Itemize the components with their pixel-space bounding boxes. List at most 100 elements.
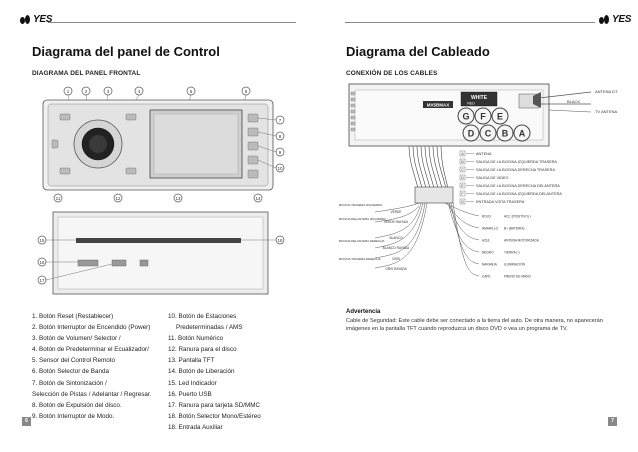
legend-text: SALIDA DE LA BOCINA IZQUIERDA TRASERA xyxy=(476,160,557,164)
connector-legend: A ANTENA B SALIDA DE LA BOCINA IZQUIERDA T… xyxy=(459,150,562,205)
page-number: 7 xyxy=(608,417,617,426)
legend-column-2: 10. Botón de Estaciones Predeterminadas … xyxy=(168,311,261,433)
wire-color: NEGRO xyxy=(482,251,494,255)
connector-c: C xyxy=(485,129,492,139)
legend-item: 4. Botón de Predeterminar el Ecualizador… xyxy=(32,346,149,354)
callout-14: 14 xyxy=(255,196,261,201)
legend-letter: C xyxy=(461,168,464,172)
front-panel-diagram: 1 2 3 4 5 6 xyxy=(37,86,285,295)
brand-logo-mark xyxy=(599,15,611,24)
legend-text: SALIDA DE LA BOCINA IZQUIERDA DELANTERA xyxy=(476,192,562,196)
legend-item: 1. Botón Reset (Restablecer) xyxy=(32,313,114,320)
wire-label: GRIS RAYADA xyxy=(385,267,407,271)
legend-item: 16. Puerto USB xyxy=(168,390,212,398)
legend-letter: A xyxy=(461,152,464,156)
connector-f: F xyxy=(480,112,486,122)
connector-b: B xyxy=(502,129,509,139)
wiring-diagram: MX5BMAX WHITE RED ANTENA DT BLACK TV ANT… xyxy=(339,83,618,279)
legend-item: 3. Botón de Volumen/ Selector / xyxy=(32,335,121,343)
legend-item: 5. Sensor del Control Remoto xyxy=(32,357,115,365)
callout-1: 1 xyxy=(67,89,70,94)
page-subtitle: CONEXIÓN DE LOS CABLES xyxy=(346,70,438,77)
callout-17: 17 xyxy=(39,278,45,283)
page-title: Diagrama del Cableado xyxy=(346,44,490,59)
connector-e: E xyxy=(497,112,503,122)
callout-10: 10 xyxy=(277,166,283,171)
callout-3: 3 xyxy=(107,89,110,94)
red-label: RED xyxy=(467,102,475,106)
connector-a: A xyxy=(519,129,526,139)
brand-logo-mark xyxy=(20,15,32,24)
legend-item: 17. Ranura para tarjeta SD/MMC xyxy=(168,401,261,409)
wire-label: BLANCO RAYADA xyxy=(383,246,411,250)
unit-model-label: MX5BMAX xyxy=(427,103,450,108)
wire-color: CAFÉ xyxy=(482,274,491,279)
antena-dt-label: ANTENA DT xyxy=(595,89,618,94)
legend-letter: D xyxy=(461,176,464,180)
connector-g: G xyxy=(462,112,469,122)
connector-d: D xyxy=(468,129,475,139)
header-rule xyxy=(345,22,595,23)
wire-group-label: BOCINA TRASERA IZQUIERDA xyxy=(339,203,382,207)
tv-antena-label: TV ANTENA xyxy=(595,109,618,114)
callout-15: 15 xyxy=(39,238,45,243)
page-subtitle: DIAGRAMA DEL PANEL FRONTAL xyxy=(32,70,141,77)
legend-column-1: 1. Botón Reset (Restablecer) 2. Botón In… xyxy=(32,311,151,422)
legend-letter: F xyxy=(461,192,464,196)
wire-group-label: BOCINA DELANTERA DERECHA xyxy=(339,239,385,243)
callout-2: 2 xyxy=(85,89,88,94)
callout-16: 16 xyxy=(39,260,45,265)
wire-group-label: BOCINA TRASERA DERECHA xyxy=(339,257,381,261)
legend-item: Predeterminadas / AMS xyxy=(176,324,243,332)
wire-label: VERDE RAYADA xyxy=(384,220,409,224)
brand-logo-text: YES xyxy=(33,14,53,25)
legend-item: 9. Botón Interruptor de Modo. xyxy=(32,412,115,420)
callout-4: 4 xyxy=(138,89,141,94)
legend-item: Selección de Pistas / Adelantar / Regres… xyxy=(32,390,152,398)
callout-9: 9 xyxy=(279,150,282,155)
wire-desc: ACC (POSITIVO) + xyxy=(504,215,532,219)
legend-text: SALIDA DE LA BOCINA DERECHA TRASERA xyxy=(476,168,555,172)
wire-color: ROJO xyxy=(482,215,491,219)
callout-8: 8 xyxy=(279,134,282,139)
page-number: 6 xyxy=(22,417,31,426)
legend-letter: G xyxy=(461,200,464,204)
callout-5: 5 xyxy=(190,89,193,94)
white-label: WHITE xyxy=(471,95,488,101)
legend-item: 6. Botón Selector de Banda xyxy=(32,368,110,376)
legend-item: 2. Botón Interruptor de Encendido (Power… xyxy=(32,324,151,332)
wire-color: NARANJA xyxy=(482,263,498,267)
warning-text: Cable de Seguridad: Este cable debe ser … xyxy=(346,318,603,332)
callout-13: 13 xyxy=(175,196,181,201)
wire-desc: ILUMINACIÓN xyxy=(504,262,526,267)
callout-6: 6 xyxy=(245,89,248,94)
legend-text: ENTRADA VISTA TRASERA xyxy=(476,200,525,204)
right-page: YES Diagrama del Cableado CONEXIÓN DE LO… xyxy=(319,0,638,452)
wire-label: VERDE xyxy=(391,210,402,214)
callout-18: 18 xyxy=(277,238,283,243)
legend-item: 18. Botón Selector Mono/Estéreo xyxy=(168,412,261,420)
legend-item: 8. Botón de Expulsión del disco. xyxy=(32,401,122,409)
top-callouts: 1 2 3 4 5 6 xyxy=(63,86,251,96)
legend-item: 18. Entrada Auxiliar xyxy=(168,423,223,431)
legend-item: 15. Led Indicador xyxy=(168,379,217,387)
wire-desc: TIERRA (-) xyxy=(504,251,520,255)
brand-logo: YES xyxy=(20,14,52,25)
wire-label: BLANCO xyxy=(389,236,403,240)
legend-item: 11. Botón Numérico xyxy=(168,335,224,343)
wire-desc: B+ (BATERÍA) xyxy=(504,227,524,231)
legend-text: ANTENA xyxy=(476,152,492,156)
legend-letter: B xyxy=(461,160,464,164)
wire-desc: FRENO DE MANO xyxy=(504,275,531,279)
brand-logo: YES xyxy=(599,14,631,25)
wire-color: AZUL xyxy=(482,239,490,243)
wire-color: AMARILLO xyxy=(482,227,499,231)
legend-item: 14. Botón de Liberación xyxy=(168,368,235,376)
wire-desc: ANTENA MOTORIZADA xyxy=(504,239,540,243)
header-rule xyxy=(48,22,296,23)
legend-item: 7. Botón de Sintonización / xyxy=(32,379,107,387)
warning-title: Advertencia xyxy=(346,309,381,315)
legend-text: SALIDA DE VIDEO xyxy=(476,176,509,180)
legend-item: 13. Pantalla TFT xyxy=(168,357,215,365)
callout-12: 12 xyxy=(115,196,121,201)
